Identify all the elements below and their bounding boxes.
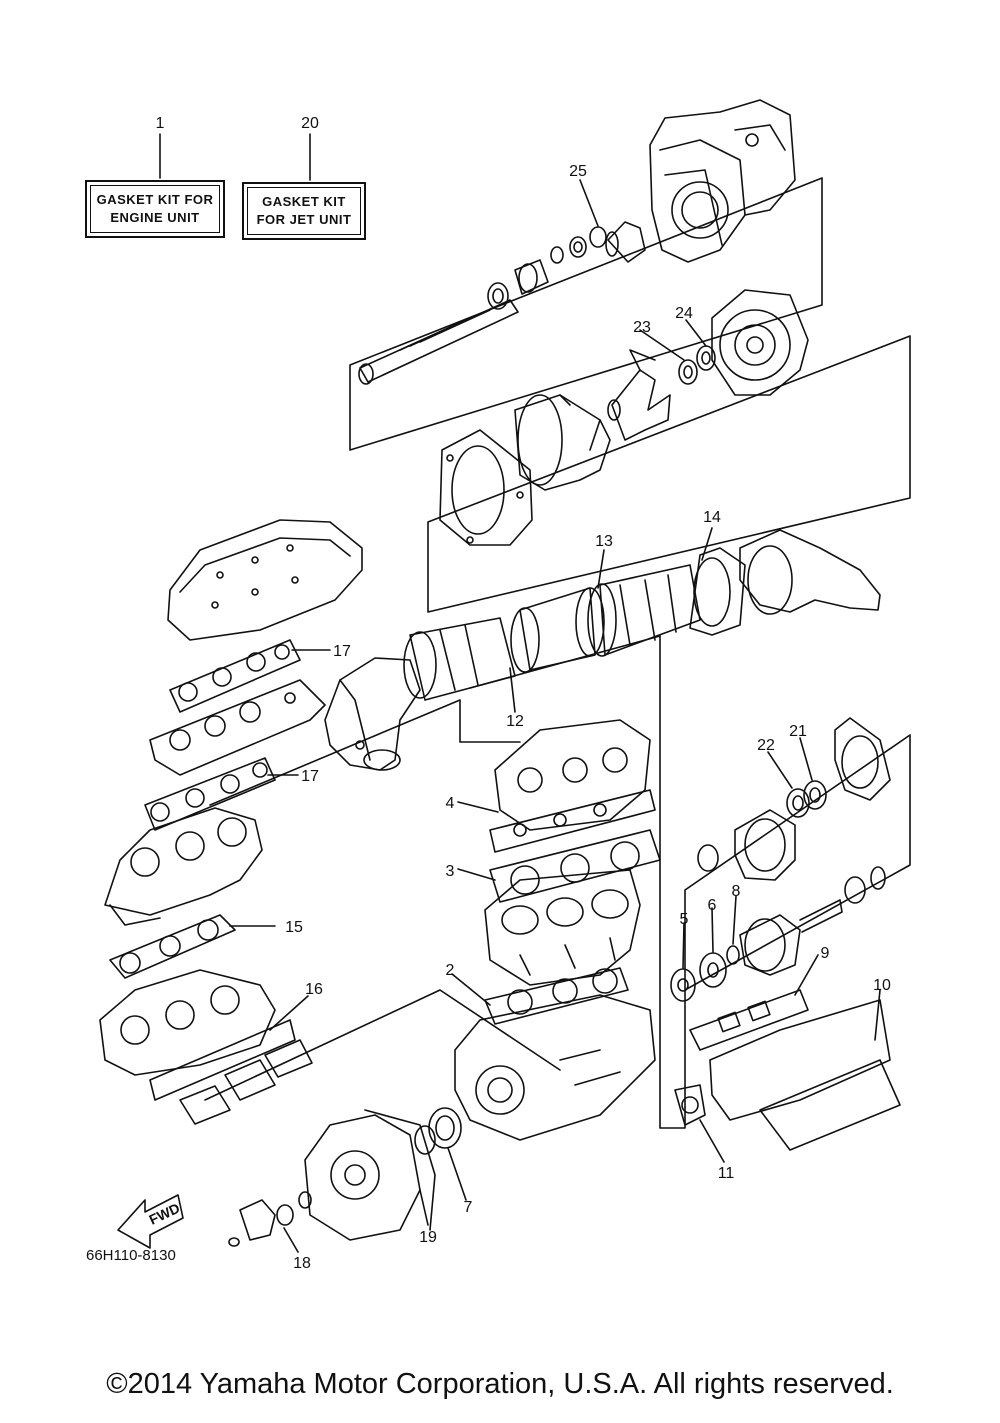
oil-seal-7 [414,1107,462,1155]
intake-gasket-15 [109,914,236,979]
fwd-label: FWD [147,1200,183,1228]
callout-15: 15 [285,919,303,936]
drive-shaft-assembly [358,236,587,385]
crankcase [454,994,656,1141]
bearing-22 [786,788,810,818]
impeller-housing [678,289,809,396]
intake-duct [689,529,881,636]
callout-17-upper: 17 [333,643,351,660]
forward-direction-arrow: FWD [117,1194,184,1249]
callout-7: 7 [464,1199,473,1216]
callout-4: 4 [446,795,455,812]
callout-21: 21 [789,723,807,740]
callout-23: 23 [633,319,651,336]
impeller-cap [589,221,646,263]
jet-kit-line-1: GASKET KIT [262,194,346,209]
callout-3: 3 [446,863,455,880]
jet-kit-line-2: FOR JET UNIT [256,212,352,227]
copyright-notice: ©2014 Yamaha Motor Corporation, U.S.A. A… [106,1368,894,1400]
engine-gasket-kit-label: GASKET KIT FOR ENGINE UNIT [85,180,225,238]
collar-6 [699,952,727,988]
bearing-21 [803,780,827,810]
head-gasket-17-lower [144,757,276,831]
cylinder-head [489,719,656,853]
callout-13: 13 [595,533,613,550]
cylinder-block [484,869,641,986]
bearing-23 [678,359,698,385]
gasket-11 [674,1084,706,1126]
callout-18: 18 [293,1255,311,1272]
callout-20: 20 [301,115,319,132]
callout-9: 9 [821,945,830,962]
callout-19: 19 [419,1229,437,1246]
callout-5: 5 [680,911,689,928]
callout-24: 24 [675,305,693,322]
coupler-assembly [670,866,886,1002]
callout-leaders [159,133,881,1253]
callout-25: 25 [569,163,587,180]
intake-manifold [99,969,276,1076]
reed-valves-16 [149,1019,313,1125]
gasket-10 [759,1059,901,1151]
callout-2: 2 [446,962,455,979]
callout-17-lower: 17 [301,768,319,785]
exhaust-pipe [403,564,701,701]
callout-6: 6 [708,897,717,914]
magneto-cover [304,1109,436,1241]
callout-8: 8 [732,883,741,900]
callout-10: 10 [873,977,891,994]
o-ring-8 [726,945,740,965]
crankcase-gasket-2 [484,967,629,1025]
jet-unit-group-frame [204,177,911,1129]
head-gasket-17-upper [149,639,326,776]
diagram-code: 66H110-8130 [86,1247,176,1264]
callout-12: 12 [506,713,524,730]
o-ring-25 [589,226,607,248]
carburetor-assembly [104,807,263,926]
gasket-9 [689,989,809,1051]
engine-kit-line-2: ENGINE UNIT [110,210,200,225]
washer-5 [670,968,696,1002]
callout-22: 22 [757,737,775,754]
bearing-housing-right [697,717,891,881]
jet-pump-housing [649,99,796,263]
callout-16: 16 [305,981,323,998]
callout-14: 14 [703,509,721,526]
head-gasket-3 [489,829,661,903]
cylinder-head-cover [167,519,363,641]
exhaust-chamber [674,989,901,1151]
jet-gasket-kit-label: GASKET KIT FOR JET UNIT [242,182,366,240]
impeller [607,349,671,441]
engine-kit-line-1: GASKET KIT FOR [96,192,214,207]
exhaust-elbow [324,657,421,771]
pump-duct [439,394,611,546]
callout-11: 11 [718,1165,735,1182]
pulser-coil [228,1191,312,1247]
callout-1: 1 [156,115,165,132]
callout-numbers: 1 2 3 4 5 6 7 8 9 10 11 12 13 14 15 16 1… [156,115,891,1272]
